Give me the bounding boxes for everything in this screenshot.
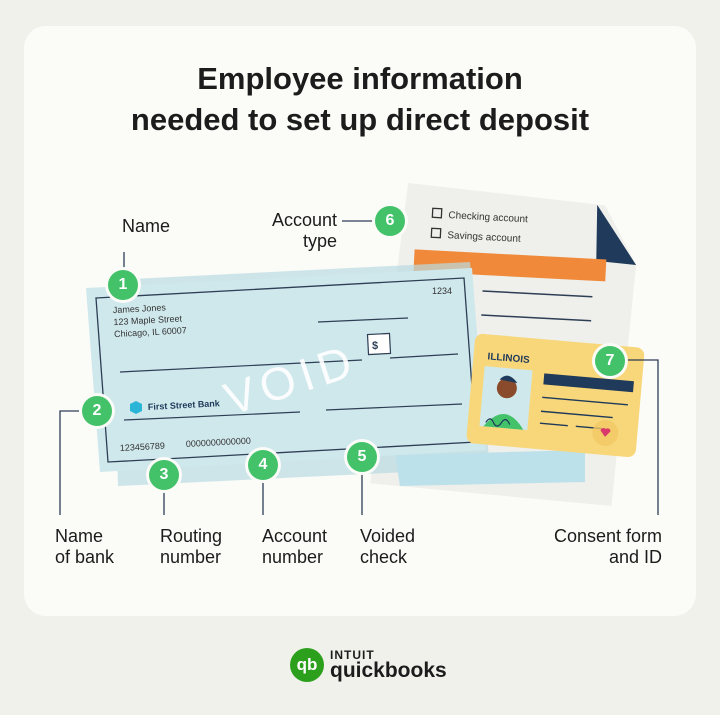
label-voided-check-line-2: check [360, 547, 408, 567]
label-name-of-bank-line-1: Name [55, 526, 104, 546]
payee-name: James Jones [113, 302, 167, 315]
title-line-1: Employee information [197, 61, 523, 96]
person-face-icon [496, 378, 517, 399]
brand-intuit: INTUIT [330, 648, 375, 662]
badge-6: 6 [375, 206, 405, 236]
folded-corner-icon [596, 204, 637, 266]
dollar-sign: $ [372, 340, 378, 352]
label-account-type-line-2: type [302, 231, 337, 251]
payee-address-2: Chicago, IL 60007 [114, 325, 187, 339]
badge-7: 7 [595, 346, 625, 376]
page-title: Employee information needed to set up di… [24, 58, 696, 140]
brand-quickbooks: quickbooks [330, 659, 447, 682]
badge-1: 1 [108, 270, 138, 300]
payee-address-1: 123 Maple Street [113, 313, 182, 327]
label-voided-check-line-1: Voided [360, 526, 416, 546]
label-account-number-line-2: number [262, 547, 324, 567]
id-state: ILLINOIS [487, 351, 530, 366]
label-account-type: Account type [263, 210, 337, 252]
checking-checkbox [431, 207, 443, 219]
account-number-text: 0000000000000 [186, 436, 252, 449]
label-name-of-bank: Name of bank [55, 526, 114, 568]
title-line-2: needed to set up direct deposit [130, 102, 590, 137]
savings-checkbox [430, 227, 442, 239]
bank-name: First Street Bank [148, 398, 221, 412]
routing-number-text: 123456789 [120, 441, 166, 453]
label-name-of-bank-line-2: of bank [55, 547, 115, 567]
label-routing-number-line-1: Routing [160, 526, 223, 546]
checking-label: Checking account [448, 210, 528, 225]
check-number: 1234 [432, 286, 452, 296]
label-account-number: Account number [262, 526, 327, 568]
heart-icon [600, 428, 611, 437]
label-routing-number: Routing number [160, 526, 222, 568]
label-consent-form-line-1: Consent form [553, 526, 662, 546]
amount-box [366, 332, 392, 356]
label-name: Name [122, 216, 170, 237]
signature-icon [485, 418, 511, 427]
connector-lines [59, 220, 659, 515]
check: 1234 James Jones 123 Maple Street Chicag… [86, 268, 486, 472]
label-routing-number-line-2: number [160, 547, 222, 567]
label-name-text: Name [122, 216, 171, 236]
bank-logo-icon [130, 401, 142, 414]
savings-label: Savings account [447, 230, 521, 245]
label-voided-check: Voided check [360, 526, 415, 568]
badge-4: 4 [248, 450, 278, 480]
badge-5: 5 [347, 442, 377, 472]
label-account-type-line-1: Account [271, 210, 337, 230]
quickbooks-logo-icon: qb [290, 648, 324, 682]
label-consent-form-line-2: and ID [608, 547, 662, 567]
label-consent-form: Consent form and ID [540, 526, 662, 568]
badge-2: 2 [82, 396, 112, 426]
badge-3: 3 [149, 460, 179, 490]
label-account-number-line-1: Account [262, 526, 328, 546]
